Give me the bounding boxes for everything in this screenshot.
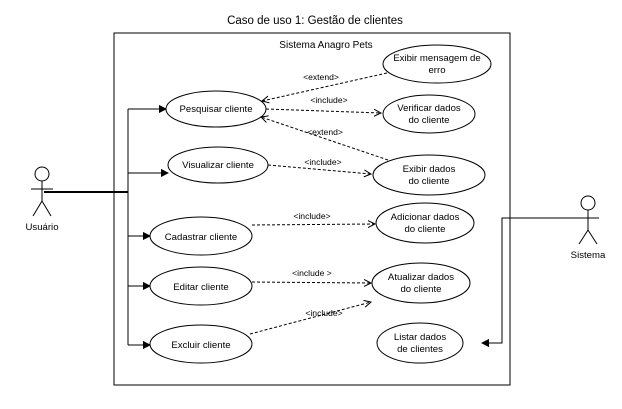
use-case-adicionar-dados: Adicionar dados do cliente <box>375 202 475 244</box>
actor-head-icon <box>34 166 50 182</box>
svg-text:de clientes: de clientes <box>397 344 443 355</box>
svg-text:<include>: <include> <box>310 95 347 105</box>
svg-text:Editar cliente: Editar cliente <box>173 282 228 293</box>
relation-include-visualizar: <include> <box>267 157 371 174</box>
svg-text:do cliente: do cliente <box>400 284 441 295</box>
svg-text:Verificar dados: Verificar dados <box>397 103 461 114</box>
svg-text:Pesquisar cliente: Pesquisar cliente <box>179 104 252 115</box>
use-case-cadastrar-cliente: Cadastrar cliente <box>149 216 253 256</box>
relation-include-verificar: <include> <box>265 95 381 113</box>
system-boundary <box>113 32 511 386</box>
relation-include-excluir: <include> <box>249 302 371 335</box>
svg-text:Exibir dados: Exibir dados <box>403 164 456 175</box>
actor-head-icon <box>580 195 596 211</box>
relation-include-editar: <include > <box>251 268 371 283</box>
svg-text:<include>: <include> <box>305 308 342 318</box>
svg-text:<include>: <include> <box>293 211 330 221</box>
use-case-atualizar-dados: Atualizar dados do cliente <box>371 262 471 304</box>
use-case-verificar-dados: Verificar dados do cliente <box>382 94 476 134</box>
svg-text:erro: erro <box>428 65 445 76</box>
relation-extend-erro: <extend> <box>262 72 388 101</box>
usuario-associations <box>44 109 168 345</box>
svg-text:Atualizar dados: Atualizar dados <box>388 272 454 283</box>
relation-include-cadastrar: <include> <box>251 211 375 225</box>
svg-text:do cliente: do cliente <box>404 224 445 235</box>
svg-text:<include >: <include > <box>292 268 332 278</box>
svg-text:Excluir cliente: Excluir cliente <box>171 340 230 351</box>
diagram-title: Caso de uso 1: Gestão de clientes <box>227 15 403 27</box>
system-boundary-title: Sistema Anagro Pets <box>279 40 372 51</box>
svg-text:Exibir mensagem de: Exibir mensagem de <box>393 53 480 64</box>
sistema-association <box>482 217 577 343</box>
svg-text:do cliente: do cliente <box>408 176 449 187</box>
actor-sistema-label: Sistema <box>571 250 606 261</box>
svg-text:<extend>: <extend> <box>303 72 339 82</box>
use-case-excluir-cliente: Excluir cliente <box>149 324 253 364</box>
use-case-pesquisar-cliente: Pesquisar cliente <box>165 90 267 128</box>
svg-text:Cadastrar cliente: Cadastrar cliente <box>165 232 238 243</box>
use-case-exibir-mensagem-erro: Exibir mensagem de erro <box>382 44 492 84</box>
svg-text:<extend>: <extend> <box>307 127 343 137</box>
svg-text:Listar dados: Listar dados <box>394 332 446 343</box>
actor-usuario: Usuário <box>25 166 59 233</box>
use-case-visualizar-cliente: Visualizar cliente <box>167 146 269 184</box>
actor-sistema: Sistema <box>571 195 606 261</box>
use-case-editar-cliente: Editar cliente <box>149 266 253 306</box>
use-case-exibir-dados: Exibir dados do cliente <box>372 154 486 196</box>
actor-usuario-label: Usuário <box>25 222 58 233</box>
svg-text:do cliente: do cliente <box>408 115 449 126</box>
relation-extend-exibir: <extend> <box>261 117 389 161</box>
svg-text:Adicionar dados: Adicionar dados <box>391 212 460 223</box>
use-case-listar-dados: Listar dados de clientes <box>376 322 464 364</box>
svg-text:<include>: <include> <box>304 157 341 167</box>
svg-text:Visualizar cliente: Visualizar cliente <box>182 160 254 171</box>
